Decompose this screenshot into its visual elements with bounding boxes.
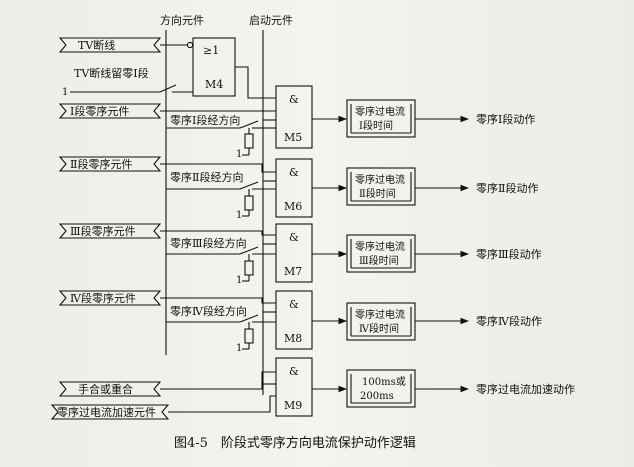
svg-text:Ⅱ段零序元件: Ⅱ段零序元件 bbox=[70, 157, 132, 171]
svg-text:M8: M8 bbox=[284, 332, 302, 345]
gate-m4: ≥1 M4 bbox=[192, 37, 236, 97]
svg-text:Ⅱ段时间: Ⅱ段时间 bbox=[359, 187, 396, 200]
svg-text:&: & bbox=[289, 166, 299, 179]
direction-label-4: 零序Ⅳ段经方向 bbox=[170, 304, 247, 318]
svg-text:200ms: 200ms bbox=[360, 391, 394, 402]
svg-text:&: & bbox=[289, 231, 299, 244]
input-tv-break: TV断线 bbox=[58, 37, 162, 53]
tv-keep-zero-label: TV断线留零Ⅰ段 bbox=[74, 66, 149, 80]
const-one-0: 1 bbox=[62, 87, 68, 98]
start-element-label: 启动元件 bbox=[249, 14, 293, 27]
input-accel-element: 零序过电流加速元件 bbox=[50, 404, 170, 420]
svg-text:&: & bbox=[289, 365, 299, 378]
svg-text:M6: M6 bbox=[284, 200, 302, 213]
svg-text:零序过电流加速元件: 零序过电流加速元件 bbox=[57, 405, 156, 419]
svg-text:1: 1 bbox=[236, 275, 242, 286]
svg-text:Ⅲ段时间: Ⅲ段时间 bbox=[359, 254, 399, 267]
gate-m5: & M5 bbox=[275, 85, 313, 149]
output-zone3: 零序Ⅲ段动作 bbox=[476, 247, 542, 261]
svg-text:手合或重合: 手合或重合 bbox=[78, 382, 133, 396]
svg-text:M7: M7 bbox=[284, 265, 302, 278]
svg-text:M9: M9 bbox=[284, 399, 302, 412]
svg-text:M5: M5 bbox=[284, 131, 302, 144]
strap-4 bbox=[244, 328, 254, 344]
svg-text:Ⅳ段时间: Ⅳ段时间 bbox=[359, 322, 399, 335]
svg-text:Ⅳ段零序元件: Ⅳ段零序元件 bbox=[70, 291, 136, 305]
output-zone1: 零序Ⅰ段动作 bbox=[476, 112, 535, 126]
svg-text:&: & bbox=[289, 298, 299, 311]
figure-caption: 图4-5 阶段式零序方向电流保护动作逻辑 bbox=[174, 435, 416, 451]
svg-text:零序过电流: 零序过电流 bbox=[355, 105, 405, 118]
svg-text:零序过电流: 零序过电流 bbox=[355, 240, 405, 253]
direction-element-label: 方向元件 bbox=[160, 13, 204, 27]
timer-4: 零序过电流 Ⅳ段时间 bbox=[346, 302, 416, 341]
input-zone4: Ⅳ段零序元件 bbox=[58, 290, 162, 306]
timer-1: 零序过电流 Ⅰ段时间 bbox=[346, 99, 416, 138]
gate-m8: & M8 bbox=[275, 290, 313, 350]
timer-2: 零序过电流 Ⅱ段时间 bbox=[346, 167, 416, 206]
gate-m9: & M9 bbox=[275, 357, 313, 417]
strap-2 bbox=[244, 195, 254, 211]
svg-text:M4: M4 bbox=[205, 78, 223, 91]
gate-m7: & M7 bbox=[275, 223, 313, 283]
svg-text:Ⅲ段零序元件: Ⅲ段零序元件 bbox=[70, 224, 136, 238]
input-zone3: Ⅲ段零序元件 bbox=[58, 223, 162, 239]
strap-3 bbox=[244, 260, 254, 276]
input-zone2: Ⅱ段零序元件 bbox=[58, 156, 162, 172]
svg-text:Ⅰ段零序元件: Ⅰ段零序元件 bbox=[70, 104, 129, 118]
strap-1 bbox=[244, 133, 254, 149]
svg-text:1: 1 bbox=[236, 343, 242, 354]
svg-text:零序过电流: 零序过电流 bbox=[355, 308, 405, 321]
timer-accel: 100ms或 200ms bbox=[346, 369, 416, 408]
gate-m6: & M6 bbox=[275, 158, 313, 218]
output-zone2: 零序Ⅱ段动作 bbox=[476, 181, 538, 195]
svg-text:100ms或: 100ms或 bbox=[362, 376, 406, 388]
svg-text:1: 1 bbox=[236, 149, 242, 160]
svg-text:1: 1 bbox=[236, 210, 242, 221]
input-zone1: Ⅰ段零序元件 bbox=[58, 103, 162, 119]
timer-3: 零序过电流 Ⅲ段时间 bbox=[346, 234, 416, 273]
input-manual-reclose: 手合或重合 bbox=[58, 381, 162, 397]
svg-text:&: & bbox=[289, 93, 299, 106]
svg-text:≥1: ≥1 bbox=[203, 44, 219, 57]
direction-label-1: 零序Ⅰ段经方向 bbox=[170, 113, 240, 127]
svg-text:零序过电流: 零序过电流 bbox=[355, 173, 405, 186]
output-accel: 零序过电流加速动作 bbox=[476, 382, 575, 396]
svg-text:Ⅰ段时间: Ⅰ段时间 bbox=[359, 119, 393, 132]
direction-label-2: 零序Ⅱ段经方向 bbox=[170, 170, 243, 184]
output-zone4: 零序Ⅳ段动作 bbox=[476, 314, 542, 328]
direction-label-3: 零序Ⅲ段经方向 bbox=[170, 236, 247, 250]
svg-text:TV断线: TV断线 bbox=[78, 38, 115, 52]
